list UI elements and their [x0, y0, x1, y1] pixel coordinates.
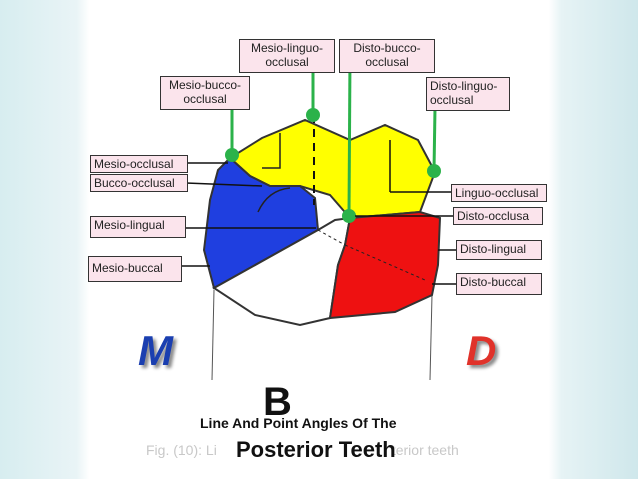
buccal-letter: B	[263, 380, 292, 424]
cusp-line	[262, 133, 281, 169]
distal-surface	[328, 210, 442, 320]
caption-title: Posterior Teeth	[236, 437, 396, 462]
label-bucco-occlusal: Bucco-occlusal	[90, 174, 188, 192]
root-line-distal	[429, 294, 433, 381]
point-dot-3	[225, 148, 239, 162]
label-linguo-occlusal: Linguo-occlusal	[451, 184, 547, 202]
caption-line-1: Line And Point Angles Of The	[200, 415, 397, 431]
figure-caption-ghost: Fig. (10): Li terior teeth	[146, 442, 459, 458]
pointer-disto-bucco-occlusal	[347, 55, 352, 217]
root-line-mesial	[211, 289, 215, 381]
label-disto-bucco-occlusal: Disto-bucco- occlusal	[339, 39, 435, 73]
label-disto-lingual: Disto-lingual	[456, 240, 542, 260]
point-dot-2	[342, 209, 356, 223]
point-dot-1	[306, 108, 320, 122]
distal-letter: D	[466, 327, 497, 374]
label-disto-buccal: Disto-buccal	[456, 273, 542, 295]
point-dot-4	[427, 164, 441, 178]
mesial-letter: M	[138, 327, 173, 374]
leader-bucco-occlusal	[185, 182, 263, 187]
label-mesio-linguo-occlusal: Mesio-linguo- occlusal	[239, 39, 335, 73]
label-mesio-buccal: Mesio-buccal	[88, 256, 182, 282]
label-mesio-occlusal: Mesio-occlusal	[90, 155, 188, 173]
label-disto-linguo-occlusal: Disto-linguo- occlusal	[426, 77, 510, 111]
pointer-disto-linguo-occlusal	[432, 107, 437, 172]
hidden-edge	[317, 229, 346, 246]
label-disto-occlusal: Disto-occlusa	[453, 207, 543, 225]
hidden-edge-2	[344, 244, 426, 281]
label-mesio-lingual: Mesio-lingual	[90, 216, 186, 238]
label-mesio-bucco-occlusal: Mesio-bucco- occlusal	[160, 76, 250, 110]
groove-line	[257, 187, 291, 213]
